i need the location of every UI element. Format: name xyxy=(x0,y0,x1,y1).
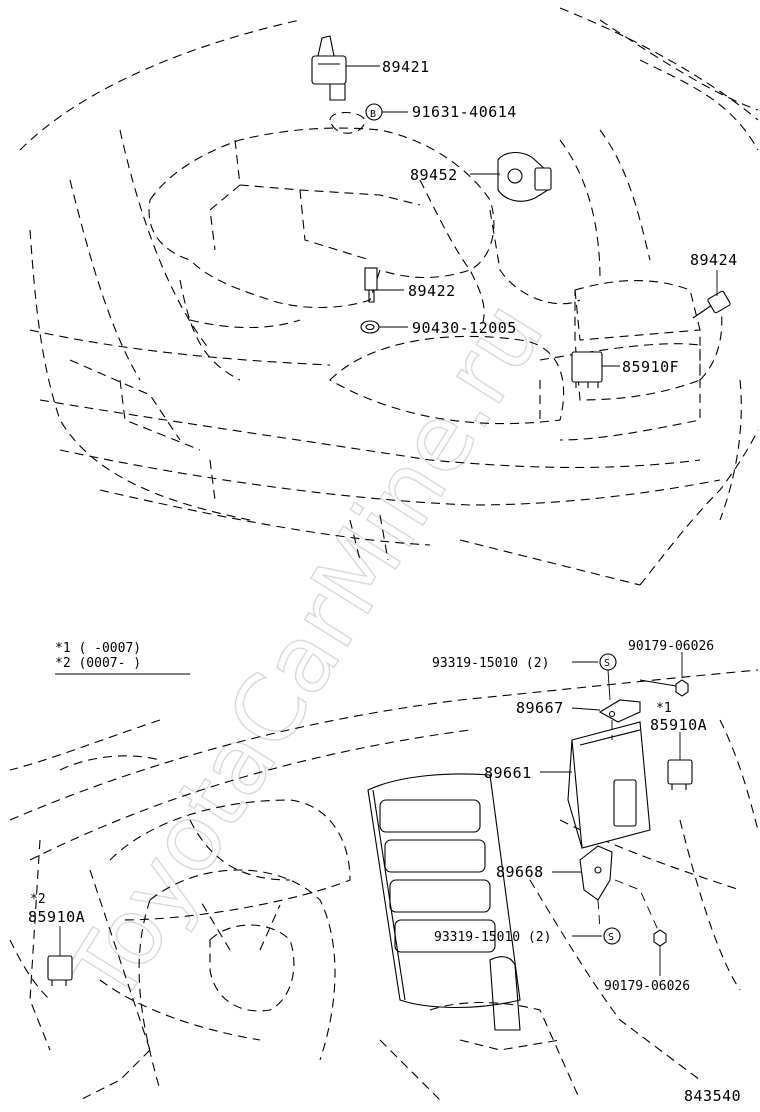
legend-box: *1 ( -0007) *2 (0007- ) xyxy=(55,641,190,675)
callout-89452: 89452 xyxy=(410,166,458,184)
callout-91631-40614: 91631-40614 xyxy=(412,103,517,121)
callout-note2-mark: *2 xyxy=(30,892,46,907)
callout-85910A-right: 85910A xyxy=(650,716,707,734)
part-89661-ecu xyxy=(567,721,651,849)
callout-93319-15010-top: 93319-15010 (2) xyxy=(432,656,549,671)
callout-89424: 89424 xyxy=(690,251,738,269)
part-89424-temp-sensor xyxy=(692,290,731,319)
part-85910A-relay-right xyxy=(667,759,693,790)
part-89422-temp-sender xyxy=(364,267,378,303)
part-89421-sensor xyxy=(311,35,347,101)
callout-89667: 89667 xyxy=(516,699,564,717)
callout-89668: 89668 xyxy=(496,863,544,881)
callout-90179-06026-top: 90179-06026 xyxy=(628,639,714,654)
part-85910A-relay-left xyxy=(47,955,73,986)
callout-93319-15010-bottom: 93319-15010 (2) xyxy=(434,930,551,945)
part-89667-bracket xyxy=(598,699,641,723)
callout-85910A-left: 85910A xyxy=(28,908,85,926)
part-85910F-relay xyxy=(571,351,603,388)
callout-90430-12005: 90430-12005 xyxy=(412,319,517,337)
callout-89422: 89422 xyxy=(408,282,456,300)
dashboard-drawing xyxy=(9,669,759,1101)
part-90430-gasket xyxy=(360,320,380,334)
legend-line-1: *1 ( -0007) xyxy=(55,641,141,656)
callout-89421: 89421 xyxy=(382,58,430,76)
leaders-top xyxy=(346,65,718,367)
part-89452-throttle-sensor xyxy=(497,151,552,202)
engine-bay-drawing xyxy=(19,7,759,586)
legend-line-2: *2 (0007- ) xyxy=(55,656,141,671)
callout-90179-06026-bottom: 90179-06026 xyxy=(604,979,690,994)
callout-screw-mark-top: S xyxy=(604,658,610,669)
part-89668-bracket xyxy=(579,845,613,901)
callout-screw-mark-bottom: S xyxy=(608,932,614,943)
callout-note1-mark: *1 xyxy=(656,701,672,716)
diagram-id: 843540 xyxy=(684,1087,741,1105)
part-93319-screw-bottom xyxy=(603,927,621,945)
callout-89661: 89661 xyxy=(484,764,532,782)
callout-85910F: 85910F xyxy=(622,358,679,376)
part-90179-nut-bottom xyxy=(653,929,667,947)
leaders-bottom xyxy=(59,652,683,976)
callout-91631-mark: B xyxy=(370,109,376,120)
part-90179-nut-top xyxy=(675,679,689,697)
